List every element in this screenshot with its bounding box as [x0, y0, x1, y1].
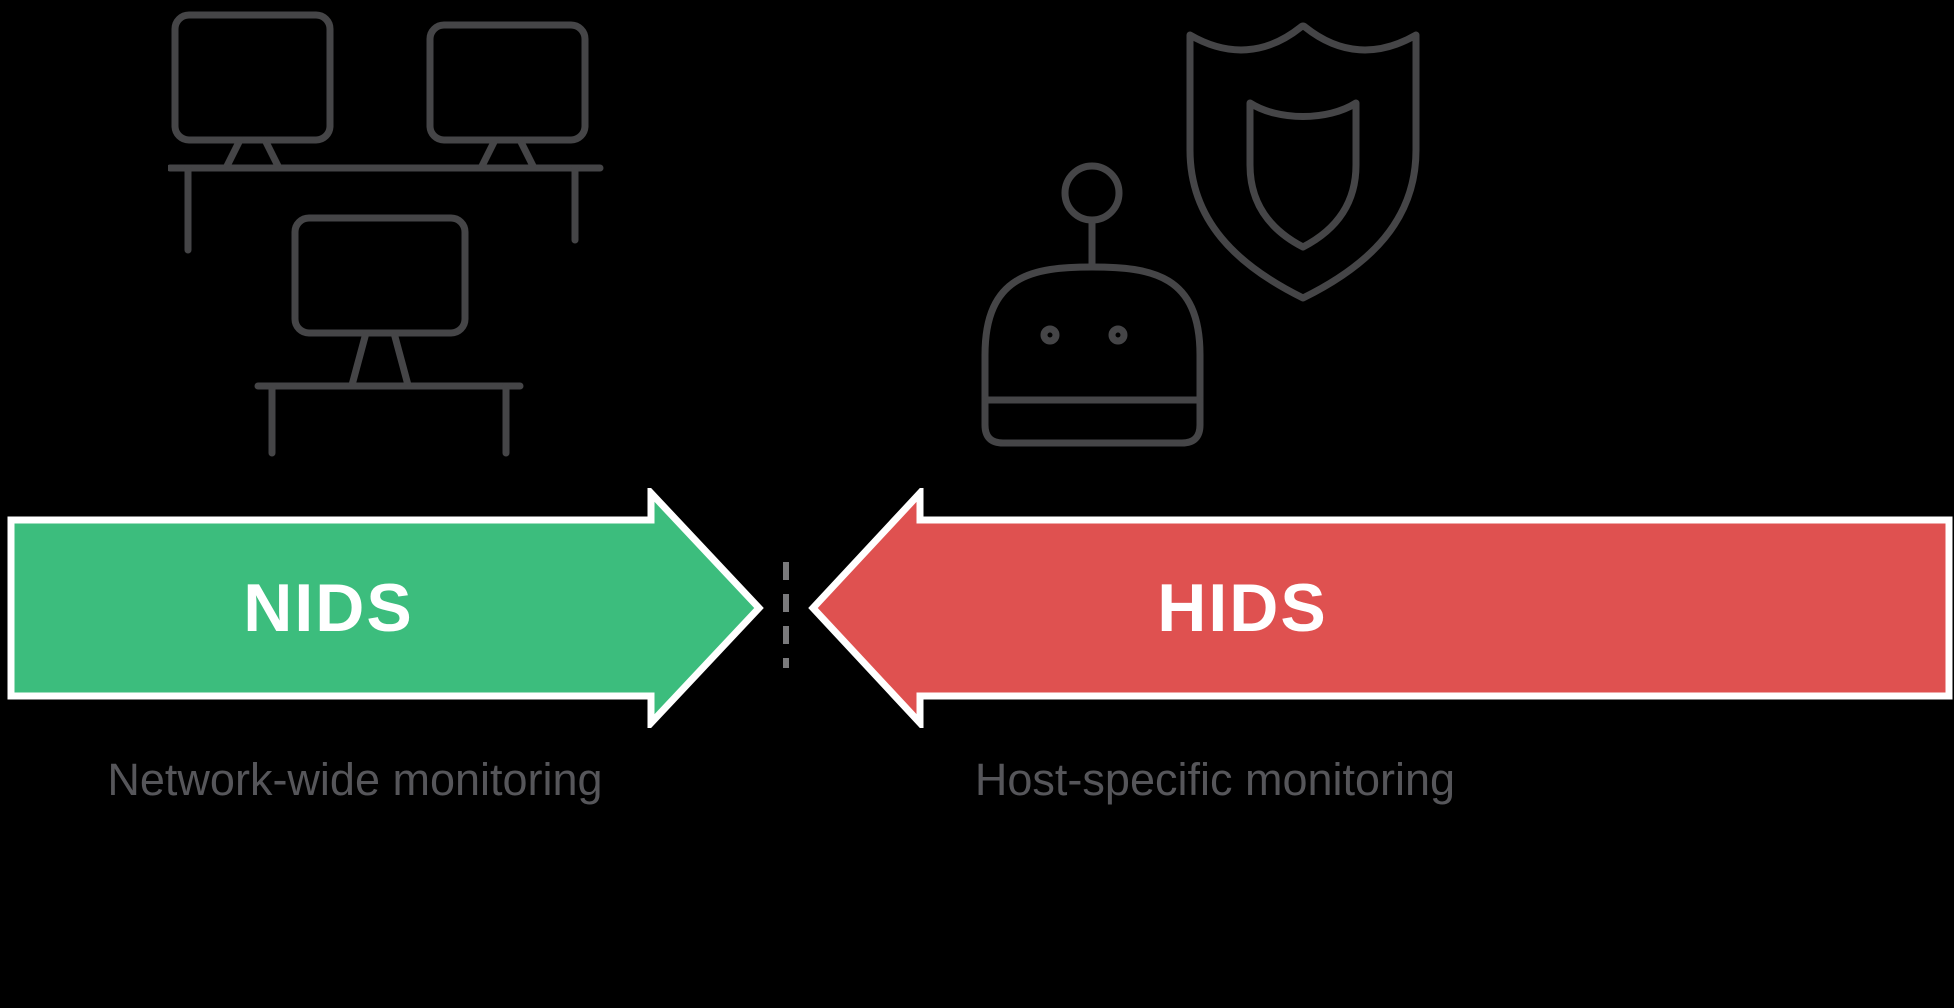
- robot-icon: [981, 162, 1204, 447]
- hids-arrow: [808, 488, 1953, 728]
- robot-strokes: [981, 162, 1204, 447]
- network-monitors-strokes: [168, 11, 604, 457]
- nids-arrow: [7, 488, 764, 728]
- network-monitors-icon: [168, 11, 604, 457]
- hids-caption: Host-specific monitoring: [974, 754, 1456, 805]
- dashed-divider: [783, 562, 789, 668]
- hids-panel: HIDS Host-specific monitoring: [786, 0, 1954, 1008]
- shield-icon: [1186, 22, 1420, 302]
- nids-arrow-shape: [7, 488, 764, 728]
- shield-strokes: [1186, 22, 1420, 302]
- nids-caption: Network-wide monitoring: [107, 754, 603, 805]
- nids-panel: NIDS Network-wide monitoring: [0, 0, 786, 1008]
- hids-arrow-shape: [808, 488, 1953, 728]
